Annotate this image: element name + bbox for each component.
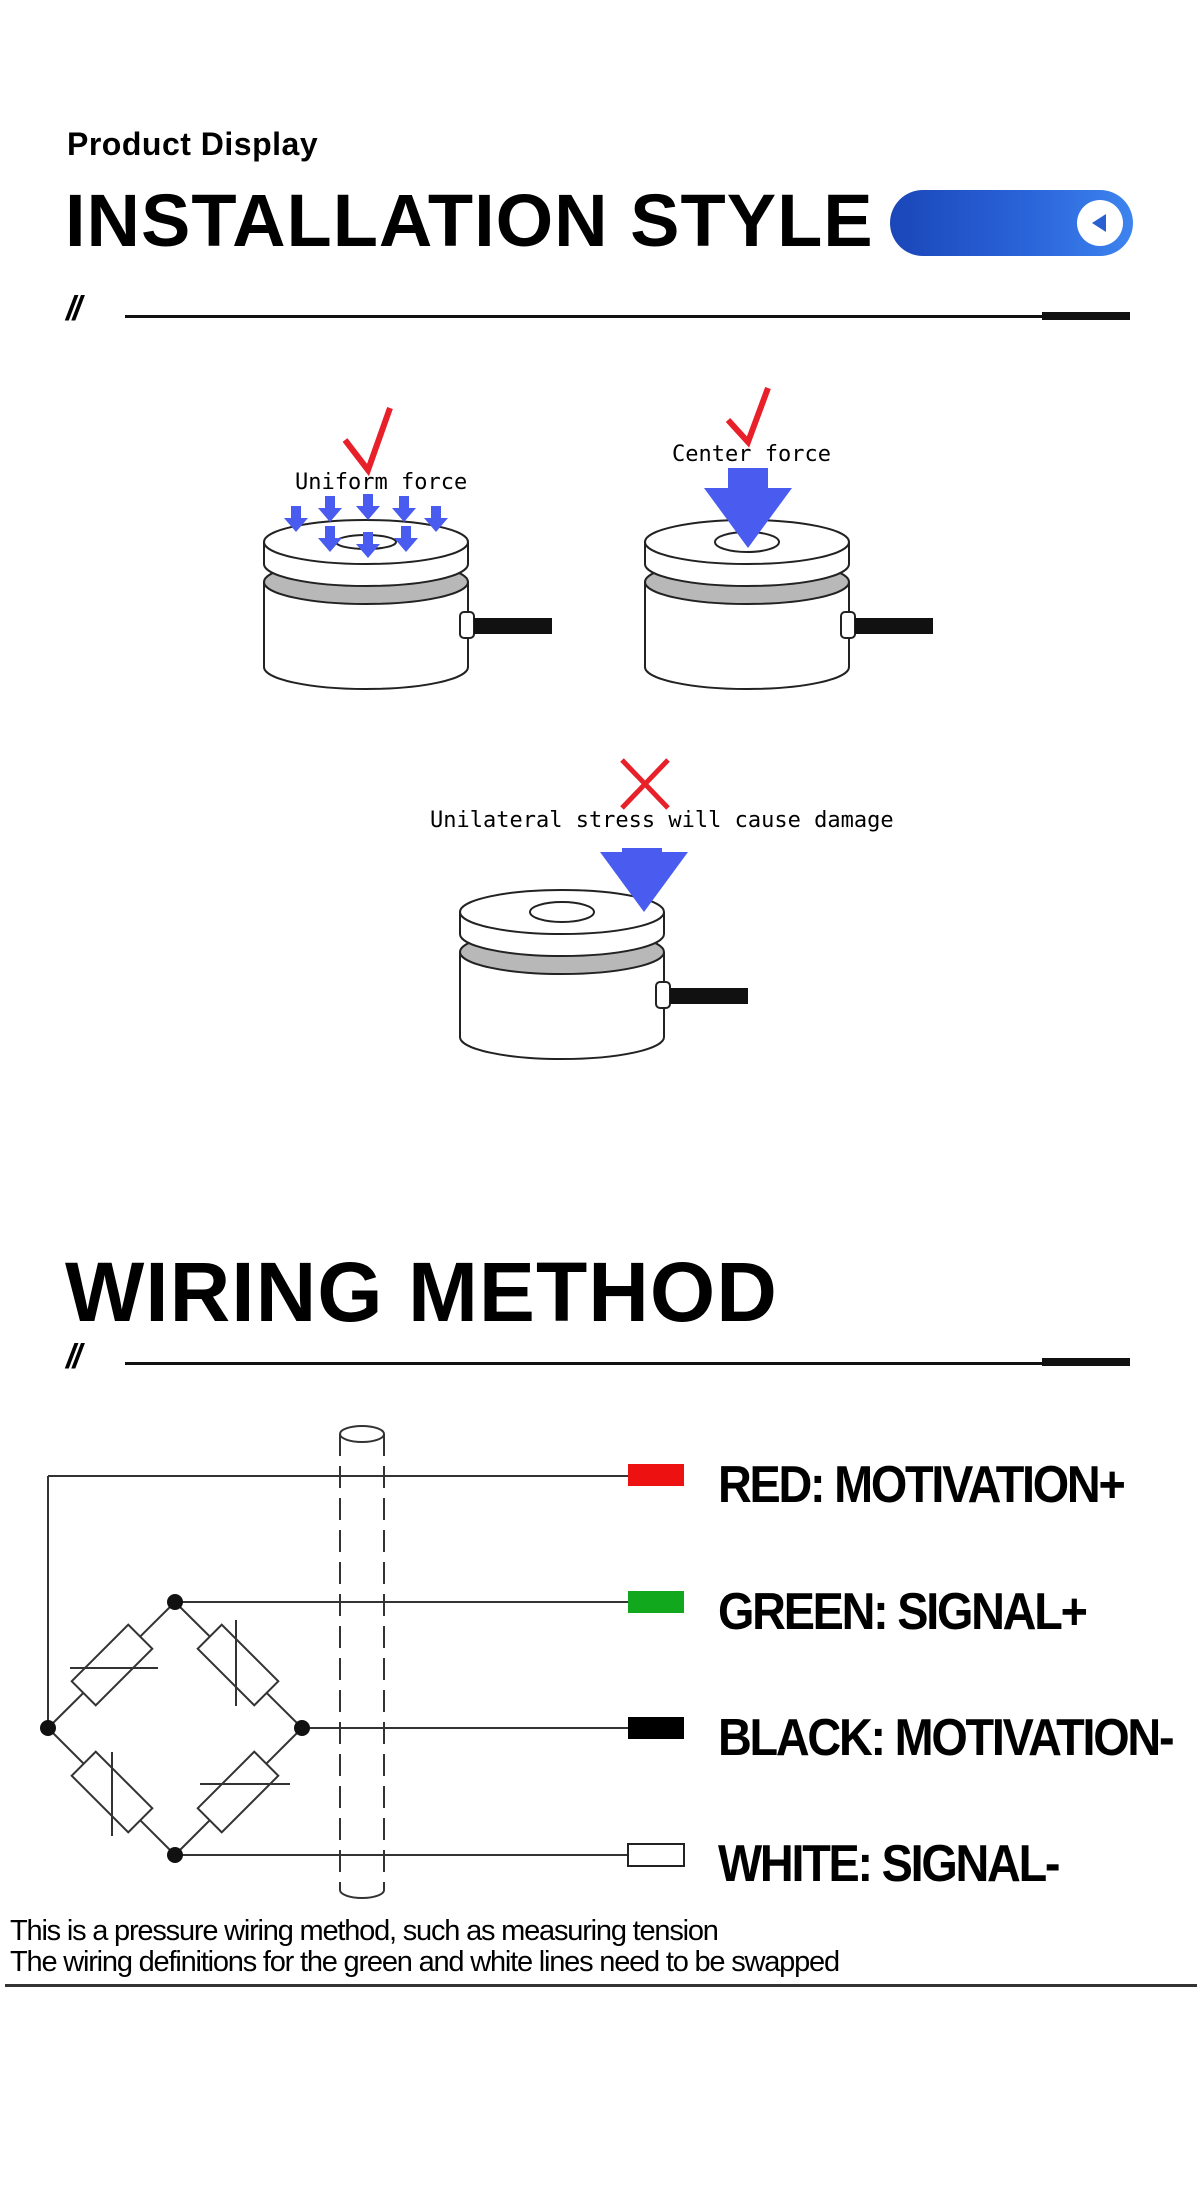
nav-badge[interactable] (890, 190, 1133, 256)
center-force-label: Center force (672, 442, 831, 467)
bottom-divider (5, 1984, 1197, 1987)
play-left-icon[interactable] (1077, 200, 1123, 246)
swatch-green (628, 1591, 684, 1613)
legend-green-label: GREEN: SIGNAL+ (718, 1583, 1088, 1641)
wiring-note-line1: This is a pressure wiring method, such a… (10, 1915, 719, 1947)
uniform-force-arrows (284, 494, 448, 558)
sensor-center (644, 519, 934, 690)
sensor-unilateral (459, 889, 749, 1060)
legend-white-label: WHITE: SIGNAL- (718, 1835, 1061, 1893)
divider-slashes: // (66, 290, 82, 328)
unilateral-stress-label: Unilateral stress will cause damage (430, 808, 894, 833)
divider-line (125, 315, 1130, 318)
wheatstone-bridge-diagram (40, 1425, 685, 1899)
divider-slashes-2: // (66, 1338, 82, 1376)
installation-style-title: INSTALLATION STYLE (65, 179, 874, 262)
divider-accent (1042, 312, 1130, 320)
section-kicker: Product Display (67, 126, 319, 162)
installation-diagram (263, 386, 934, 1060)
unilateral-force-arrow (600, 848, 688, 912)
wrong-mark (620, 758, 670, 810)
check-mark-uniform (342, 406, 393, 477)
divider-line-2 (125, 1362, 1130, 1365)
center-force-arrow (704, 468, 792, 548)
divider-accent-2 (1042, 1358, 1130, 1366)
wiring-method-title: WIRING METHOD (65, 1245, 778, 1339)
swatch-red (628, 1464, 684, 1486)
wiring-note-line2: The wiring definitions for the green and… (10, 1946, 840, 1978)
legend-black-label: BLACK: MOTIVATION- (718, 1709, 1175, 1767)
swatch-black (628, 1717, 684, 1739)
swatch-white (627, 1843, 685, 1867)
check-mark-center (725, 386, 771, 448)
uniform-force-label: Uniform force (295, 470, 468, 495)
legend-red-label: RED: MOTIVATION+ (718, 1456, 1126, 1514)
